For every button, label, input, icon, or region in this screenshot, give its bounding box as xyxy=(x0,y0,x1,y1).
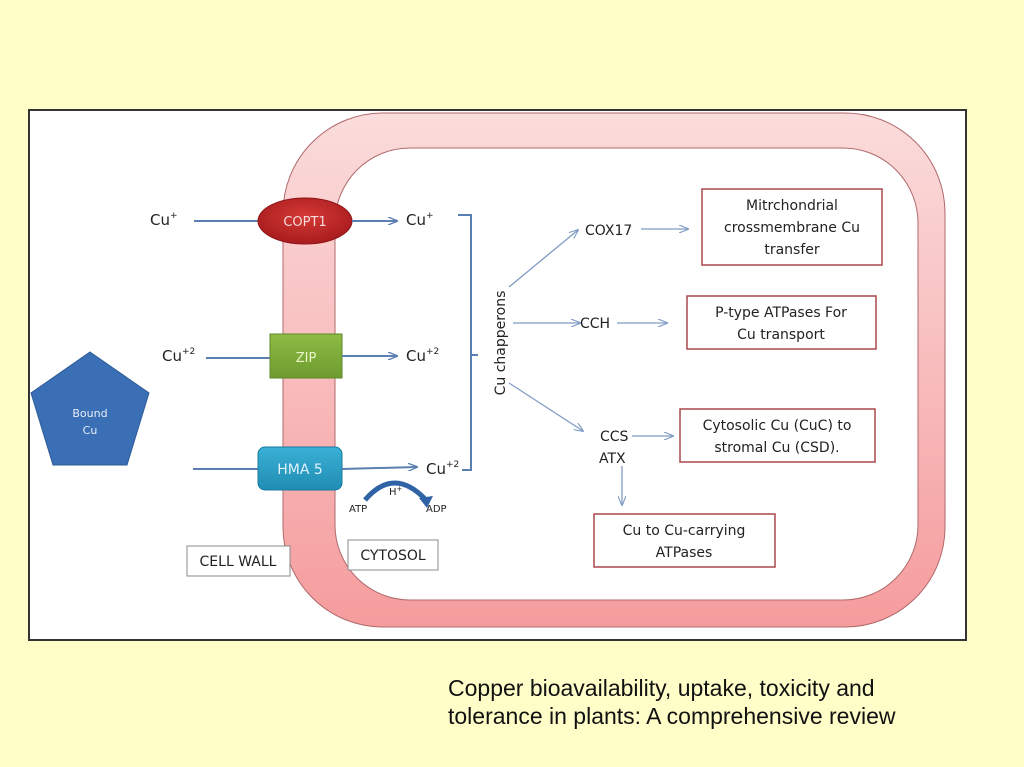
svg-text:CYTOSOL: CYTOSOL xyxy=(360,548,426,564)
atp-label: ATP xyxy=(349,504,367,515)
ptype-line1: P-type ATPases For xyxy=(715,305,847,321)
bound-cu-pentagon xyxy=(30,351,150,466)
atpases-target-box: Cu to Cu-carrying ATPases xyxy=(593,513,776,568)
output-cu-plus: Cu+ xyxy=(406,211,434,229)
cytosolic-line2: stromal Cu (CSD). xyxy=(714,440,839,456)
cell-wall-region-label: CELL WALL xyxy=(186,545,291,577)
atp-adp-curved-arrow xyxy=(363,480,428,502)
zip-transporter xyxy=(269,333,343,379)
hma5-label: HMA 5 xyxy=(277,462,323,478)
arrow-hma5-out xyxy=(341,467,417,469)
bound-cu-label-line2: Cu xyxy=(83,424,98,437)
arrow-to-ccs xyxy=(508,382,583,431)
atpases-line1: Cu to Cu-carrying xyxy=(623,523,746,539)
input-cu-plus: Cu+ xyxy=(150,211,178,229)
cell-wall-membrane xyxy=(282,112,946,628)
mito-line1: Mitrchondrial xyxy=(746,198,838,214)
output-cu-plus2-zip: Cu+2 xyxy=(406,347,439,365)
chaperone-bracket xyxy=(458,214,478,471)
mito-line3: transfer xyxy=(764,242,820,258)
input-cu-plus2: Cu+2 xyxy=(162,347,195,365)
cu-chaperones-label: Cu chapperons xyxy=(493,291,509,396)
zip-label: ZIP xyxy=(296,351,317,366)
bound-cu-label-line1: Bound xyxy=(72,407,107,420)
atpases-line2: ATPases xyxy=(656,545,713,561)
cch-label: CCH xyxy=(580,316,610,332)
cytosolic-target-box: Cytosolic Cu (CuC) to stromal Cu (CSD). xyxy=(679,408,876,463)
output-cu-plus2-hma5: Cu+2 xyxy=(426,460,459,478)
svg-text:CELL WALL: CELL WALL xyxy=(200,554,277,570)
h-plus-label: H+ xyxy=(389,485,403,498)
adp-label: ADP xyxy=(426,504,447,515)
ccs-label: CCS xyxy=(600,429,629,445)
cytosolic-line1: Cytosolic Cu (CuC) to xyxy=(703,418,852,434)
ptype-target-box: P-type ATPases For Cu transport xyxy=(686,295,877,350)
atp-adp-arrowhead xyxy=(419,496,433,508)
ptype-line2: Cu transport xyxy=(737,327,825,343)
copt1-label: COPT1 xyxy=(283,215,326,230)
atx-label: ATX xyxy=(599,451,626,467)
arrow-to-cox17 xyxy=(508,230,578,288)
source-caption: Copper bioavailability, uptake, toxicity… xyxy=(448,675,896,729)
cytosol-region-label: CYTOSOL xyxy=(347,539,439,571)
mito-target-box: Mitrchondrial crossmembrane Cu transfer xyxy=(701,188,883,266)
cox17-label: COX17 xyxy=(585,223,632,239)
mito-line2: crossmembrane Cu xyxy=(724,220,860,236)
